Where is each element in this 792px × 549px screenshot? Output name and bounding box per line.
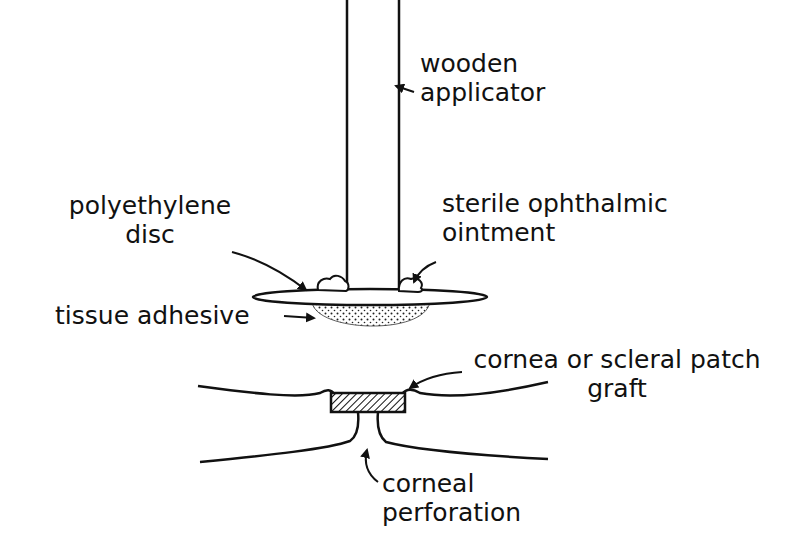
cornea-outer-surface — [198, 386, 334, 395]
part-label: polyethylene disc — [55, 192, 245, 250]
leader-arrow — [414, 262, 436, 282]
leader-arrow — [284, 316, 314, 318]
part-label: sterile ophthalmic ointment — [442, 190, 782, 248]
cornea-inner-surface — [200, 412, 358, 462]
leader-arrow — [232, 252, 306, 290]
part-label: corneal perforation — [382, 470, 572, 528]
polyethylene-disc — [253, 289, 487, 305]
cornea-inner-surface — [378, 412, 548, 459]
ointment-blob — [399, 278, 422, 292]
leader-arrow — [366, 450, 378, 482]
cornea-outer-surface — [402, 382, 548, 395]
leader-arrow — [410, 372, 462, 388]
part-label: cornea or scleral patch graft — [462, 346, 772, 404]
part-label: tissue adhesive — [55, 302, 285, 331]
ointment-blob — [318, 276, 349, 291]
leader-arrow — [396, 86, 414, 92]
part-label: wooden applicator — [420, 50, 580, 108]
wooden-applicator — [347, 0, 399, 291]
patch-graft — [331, 393, 405, 412]
